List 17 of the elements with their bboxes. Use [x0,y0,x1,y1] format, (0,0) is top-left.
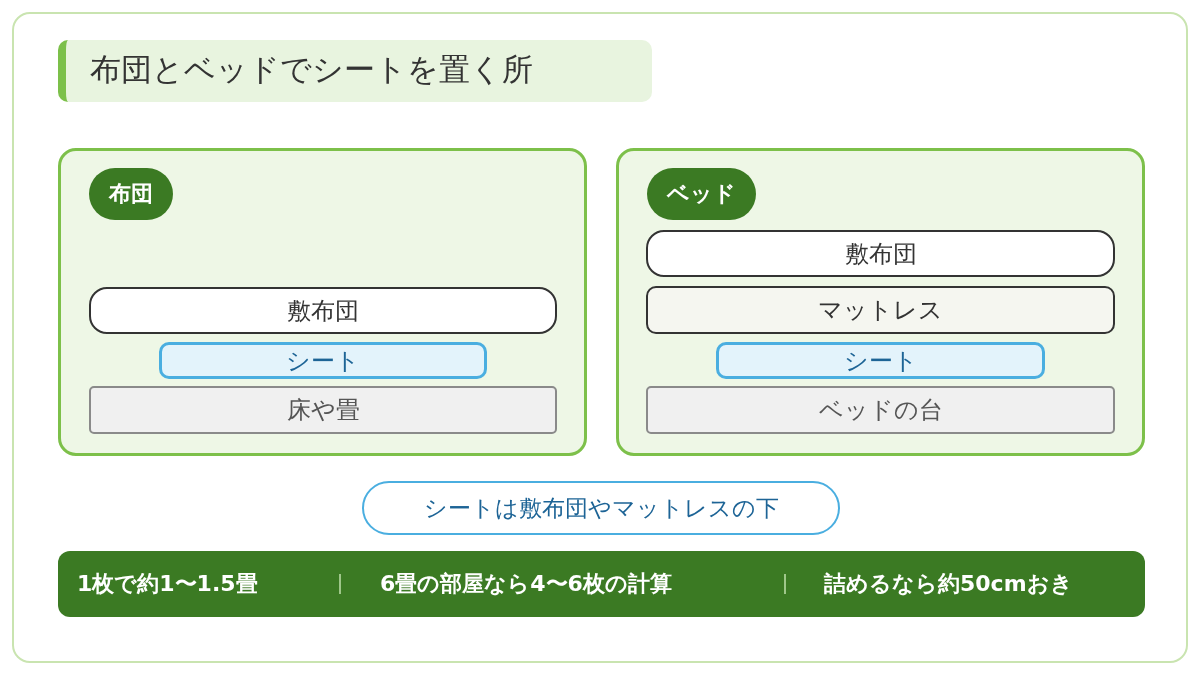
mattress-layer: マットレス [646,286,1115,334]
info-text: 6畳の部屋なら4〜6枚の計算 [380,570,672,598]
title-text: 布団とベッドでシートを置く所 [90,50,533,89]
info-band [58,551,1145,617]
bed-base-layer: ベッドの台 [646,386,1115,434]
info-text: 詰めるなら約50cmおき [824,570,1073,598]
sheet-layer: シート [716,342,1045,379]
floor-layer: 床や畳 [89,386,557,434]
panel-card [58,148,587,456]
note-callout: シートは敷布団やマットレスの下 [362,481,840,535]
futon-layer: 敷布団 [89,287,557,334]
heading-badge: 布団 [89,168,173,220]
info-text: 1枚で約1〜1.5畳 [77,570,258,598]
sheet-layer: シート [159,342,487,379]
heading-badge: ベッド [647,168,756,220]
panel-card [616,148,1145,456]
futon-layer: 敷布団 [646,230,1115,277]
